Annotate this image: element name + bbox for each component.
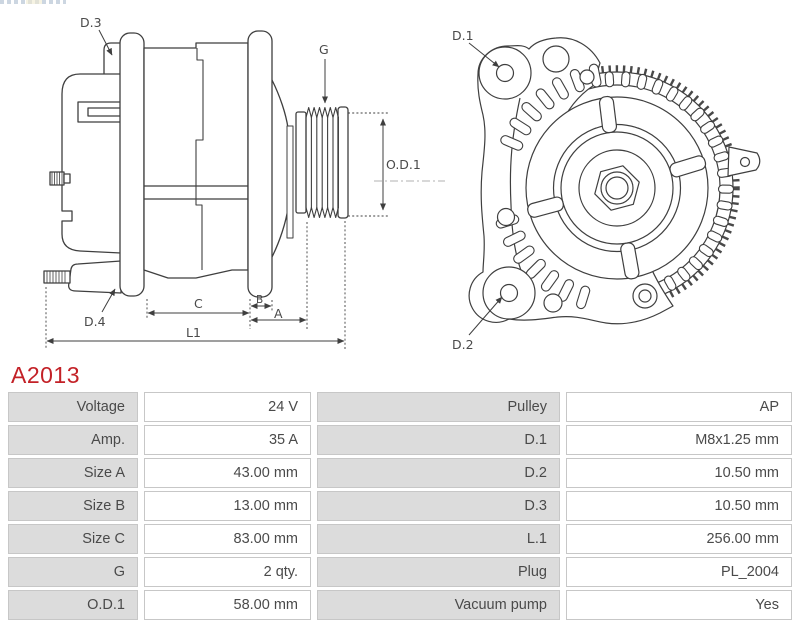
spec-value-cell: 58.00 mm xyxy=(144,590,311,620)
label-g: G xyxy=(319,42,329,57)
spec-label-cell: D.1 xyxy=(317,425,560,455)
label-od1: O.D.1 xyxy=(386,157,421,172)
pulley xyxy=(296,107,348,218)
label-l1: L1 xyxy=(186,325,201,340)
spec-label-cell: D.2 xyxy=(317,458,560,488)
spec-table: Voltage 24 V Pulley AP Amp. 35 A D.1 M8x… xyxy=(8,392,792,620)
spec-label-cell: Size B xyxy=(8,491,138,521)
terminal-stud xyxy=(50,172,70,185)
spec-label-cell: D.3 xyxy=(317,491,560,521)
spec-value-cell: 24 V xyxy=(144,392,311,422)
spec-value-cell: PL_2004 xyxy=(566,557,792,587)
spec-label-cell: Plug xyxy=(317,557,560,587)
lug-stud xyxy=(44,271,70,283)
spec-value-cell: M8x1.25 mm xyxy=(566,425,792,455)
label-c: C xyxy=(194,296,203,311)
label-d4: D.4 xyxy=(84,314,106,329)
side-view xyxy=(44,31,348,297)
spec-label-cell: Amp. xyxy=(8,425,138,455)
front-view xyxy=(469,38,760,335)
spec-label-cell: Vacuum pump xyxy=(317,590,560,620)
spec-label-cell: G xyxy=(8,557,138,587)
part-number-title: A2013 xyxy=(11,362,80,389)
spec-value-cell: 83.00 mm xyxy=(144,524,311,554)
spec-value-cell: 13.00 mm xyxy=(144,491,311,521)
spec-value-cell: 10.50 mm xyxy=(566,458,792,488)
rear-cover xyxy=(62,74,121,253)
rotor xyxy=(526,96,708,280)
mounting-lug xyxy=(69,261,121,293)
label-d1: D.1 xyxy=(452,28,474,43)
spec-label-cell: Voltage xyxy=(8,392,138,422)
label-d3: D.3 xyxy=(80,15,102,30)
spec-value-cell: 10.50 mm xyxy=(566,491,792,521)
spec-value-cell: 43.00 mm xyxy=(144,458,311,488)
spec-value-cell: 35 A xyxy=(144,425,311,455)
spec-value-cell: 256.00 mm xyxy=(566,524,792,554)
label-d2: D.2 xyxy=(452,337,474,352)
spec-label-cell: L.1 xyxy=(317,524,560,554)
spec-label-cell: Pulley xyxy=(317,392,560,422)
label-a: A xyxy=(274,306,283,321)
label-b: B xyxy=(256,294,263,306)
technical-drawing: D.3 G O.D.1 D.4 C B A L1 D.1 D.2 xyxy=(0,0,800,362)
spec-value-cell: 2 qty. xyxy=(144,557,311,587)
spec-label-cell: Size C xyxy=(8,524,138,554)
spec-label-cell: Size A xyxy=(8,458,138,488)
spec-value-cell: AP xyxy=(566,392,792,422)
spec-value-cell: Yes xyxy=(566,590,792,620)
spec-label-cell: O.D.1 xyxy=(8,590,138,620)
